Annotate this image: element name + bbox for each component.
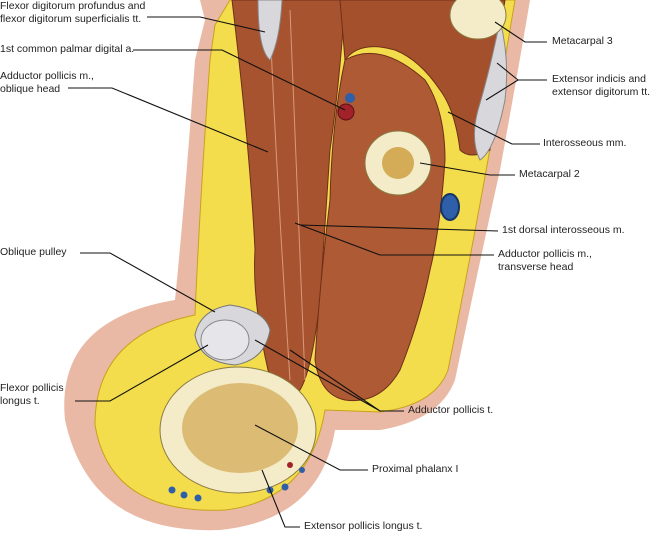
- label-adductor-tendon: Adductor pollicis t.: [408, 404, 494, 416]
- adductor-oblique-muscle: [231, 0, 346, 392]
- label-line: Adductor pollicis m.,: [498, 248, 592, 260]
- flexor-tendons: [257, 0, 283, 61]
- label-line: Flexor digitorum profundus and: [0, 0, 146, 12]
- label-fdp-fds: Flexor digitorum profundus and flexor di…: [0, 0, 145, 26]
- label-fpl: Flexor pollicis longus t.: [0, 382, 64, 408]
- label-dorsal-interosseous: 1st dorsal interosseous m.: [502, 224, 625, 236]
- label-line: extensor digitorum tt.: [552, 86, 650, 98]
- extensor-tendons: [474, 19, 508, 161]
- label-adductor-oblique: Adductor pollicis m., oblique head: [0, 70, 94, 96]
- label-line: oblique head: [0, 83, 61, 95]
- leader-lines: [68, 16, 547, 528]
- label-line: Adductor pollicis m.,: [0, 70, 94, 82]
- label-metacarpal-2: Metacarpal 2: [519, 168, 580, 180]
- label-line: transverse head: [498, 261, 574, 273]
- fpl-tendon: [200, 319, 250, 361]
- label-metacarpal-3: Metacarpal 3: [552, 35, 613, 47]
- metacarpal-3-bone: [449, 0, 507, 40]
- label-line: longus t.: [0, 395, 40, 407]
- label-interosseous: Interosseous mm.: [543, 137, 627, 149]
- label-proximal-phalanx: Proximal phalanx I: [372, 463, 459, 475]
- label-palmar-digital-artery: 1st common palmar digital a.: [0, 43, 135, 55]
- label-oblique-pulley: Oblique pulley: [0, 246, 67, 258]
- label-extensor-tendons: Extensor indicis and extensor digitorum …: [552, 73, 650, 99]
- label-line: Extensor indicis and: [552, 73, 646, 85]
- label-epl: Extensor pollicis longus t.: [304, 520, 423, 532]
- label-adductor-transverse: Adductor pollicis m., transverse head: [498, 248, 592, 274]
- dorsal-vein: [440, 193, 460, 221]
- palmar-digital-artery: [337, 103, 355, 121]
- label-line: Flexor pollicis: [0, 382, 64, 394]
- label-line: flexor digitorum superficialis tt.: [0, 13, 142, 25]
